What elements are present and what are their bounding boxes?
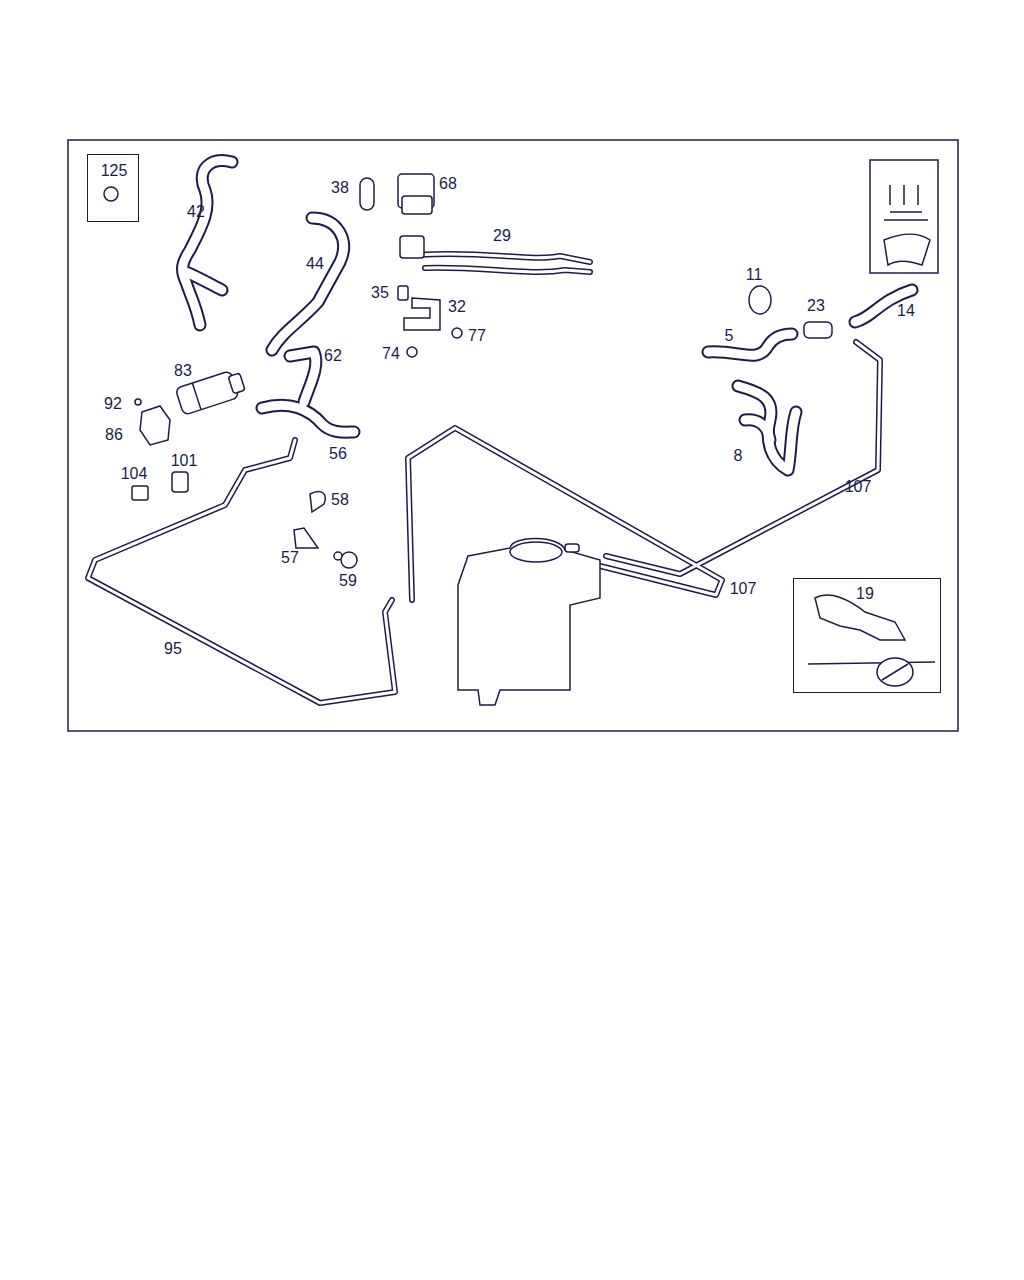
callout-box: 19 [793,578,941,693]
callout-number: 14 [897,303,915,319]
callout-number: 44 [306,256,324,272]
callout-number: 5 [725,328,734,344]
callout-number: 101 [171,453,198,469]
callout-number: 58 [331,492,349,508]
callout-number: 92 [104,396,122,412]
callout-number: 8 [734,448,743,464]
callout-number: 107 [845,479,872,495]
callout-box: 125 [87,154,139,222]
callout-number: 19 [856,586,874,602]
callout-number: 62 [324,348,342,364]
callout-number: 56 [329,446,347,462]
callout-number: 35 [371,285,389,301]
callout-number: 86 [105,427,123,443]
callout-number: 23 [807,298,825,314]
callout-number: 107 [730,581,757,597]
callout-number: 68 [439,176,457,192]
callout-number: 57 [281,550,299,566]
callout-number: 95 [164,641,182,657]
callout-number: 42 [187,204,205,220]
callout-number: 83 [174,363,192,379]
callout-number: 38 [331,180,349,196]
callout-number: 29 [493,228,511,244]
callout-number: 74 [382,346,400,362]
callout-number: 59 [339,573,357,589]
callout-number: 11 [746,267,763,283]
callout-number: 104 [121,466,148,482]
callout-number: 77 [468,328,486,344]
callout-number: 32 [448,299,466,315]
callout-number: 125 [101,163,128,179]
